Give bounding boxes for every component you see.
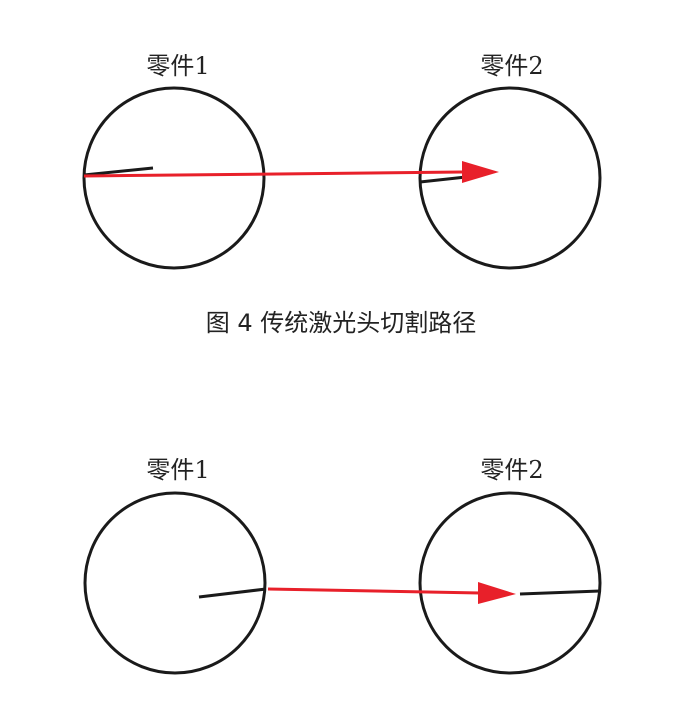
part1-lead-in (83, 166, 154, 177)
arrowhead-icon (462, 161, 499, 183)
figure-caption: 图 4 传统激光头切割路径 (206, 309, 477, 337)
travel-path-line (267, 587, 481, 595)
traditional-path-diagram: 零件1 零件2 图 4 传统激光头切割路径 (82, 52, 602, 337)
part1-label: 零件1 (146, 52, 209, 80)
part2-lead-in (419, 175, 467, 184)
part2-label: 零件2 (480, 456, 543, 484)
part2-label: 零件2 (480, 52, 543, 80)
part1-circle (83, 491, 267, 675)
optimized-path-diagram: 零件1 零件2 (83, 456, 602, 675)
part1-label: 零件1 (146, 456, 209, 484)
travel-path-line (83, 170, 463, 178)
part1-lead-in (198, 587, 267, 599)
part2-circle (418, 86, 602, 270)
arrowhead-icon (478, 582, 516, 604)
part1-circle (82, 86, 266, 270)
part2-circle (418, 491, 602, 675)
part2-lead-in (519, 589, 601, 596)
